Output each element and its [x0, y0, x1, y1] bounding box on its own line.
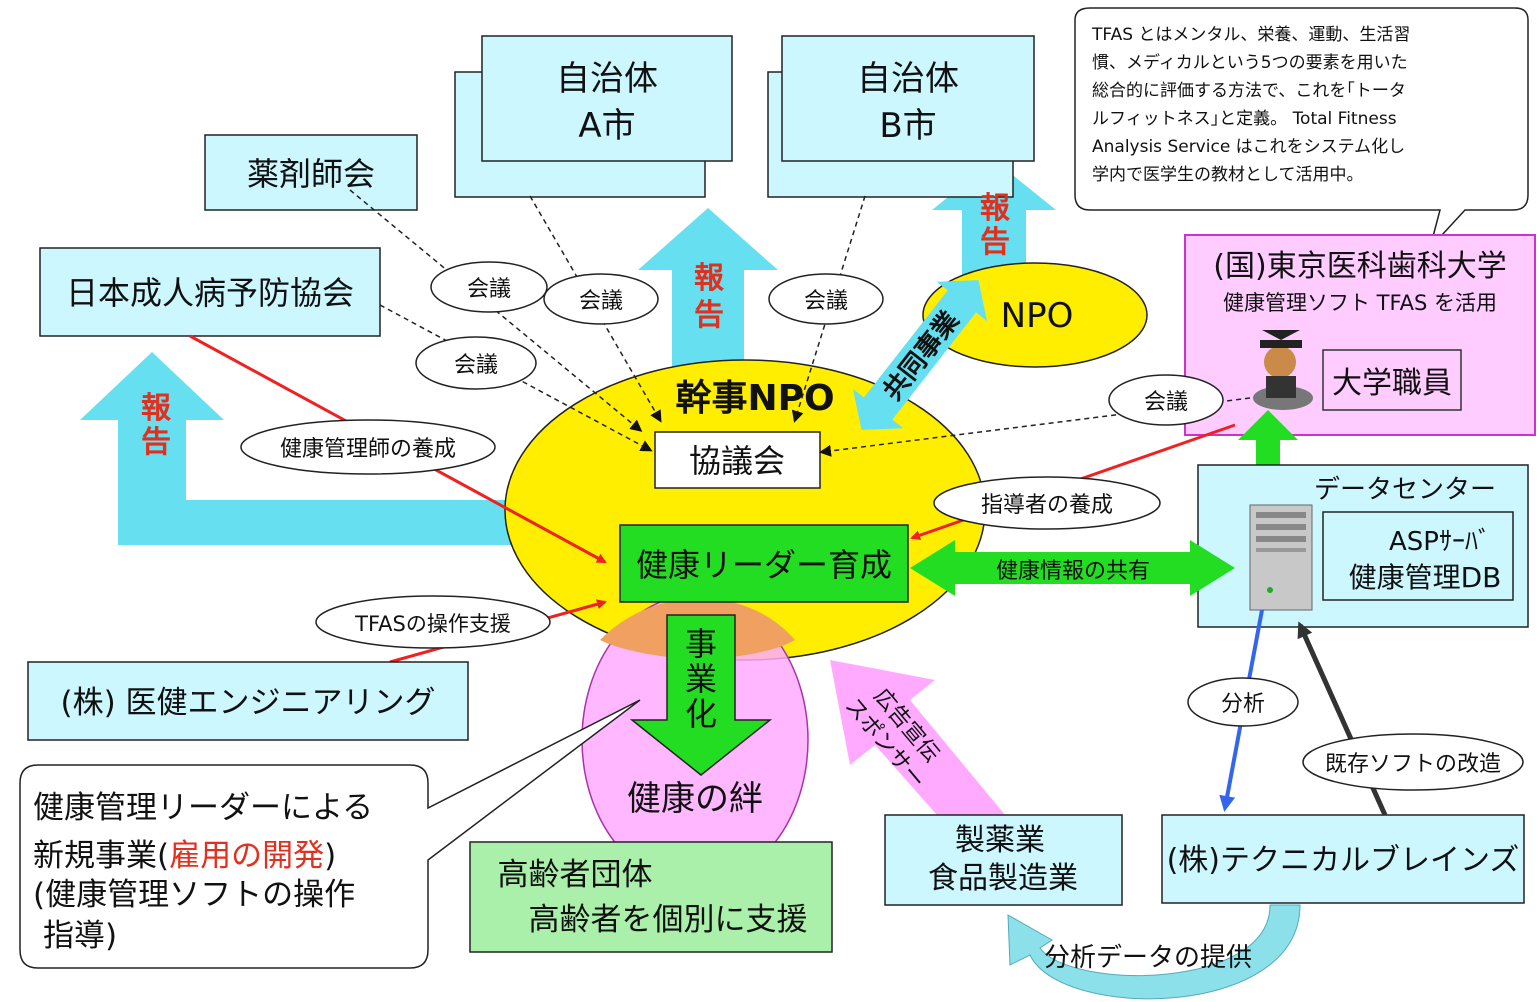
business-char-3: 化	[685, 695, 717, 733]
business-char-2: 業	[685, 660, 717, 698]
elderly-group-box: 高齢者団体 高齢者を個別に支援	[469, 841, 833, 953]
data-center-title: データセンター	[1314, 475, 1496, 505]
server-label: ASPｻｰﾊﾞ	[1389, 527, 1491, 557]
new-business-line2: 新規事業(雇用の開発)	[33, 838, 336, 874]
university-subtitle: 健康管理ソフト TFAS を活用	[1223, 291, 1497, 315]
npo-label: NPO	[1001, 296, 1074, 336]
ikeni-engineering-label: (株) 医健エンジニアリング	[60, 685, 435, 721]
meeting-label-1: 会議	[430, 261, 548, 313]
ikeni-engineering-box: (株) 医健エンジニアリング	[27, 661, 469, 741]
lead-npo-label: 幹事NPO	[675, 377, 834, 419]
adult-disease-association-label: 日本成人病予防協会	[66, 274, 354, 312]
food-label: 食品製造業	[928, 861, 1078, 896]
elderly-group-line2: 高齢者を個別に支援	[529, 902, 808, 938]
info-sharing-text: 健康情報の共有	[996, 559, 1150, 584]
municipality-b: 自治体 B市	[767, 35, 1035, 198]
data-provision-text: 分析データの提供	[1044, 943, 1252, 973]
server-db-label: 健康管理DB	[1349, 561, 1502, 594]
technical-brains-box: (株)テクニカルブレインズ	[1161, 814, 1525, 904]
graduate-icon	[1253, 330, 1313, 410]
health-leader-label: 健康リーダー育成	[636, 546, 892, 584]
technical-brains-label: (株)テクニカルブレインズ	[1167, 843, 1520, 878]
municipality-a-line1: 自治体	[556, 59, 658, 99]
council-label: 協議会	[689, 442, 785, 480]
report-center-1: 報	[694, 261, 725, 296]
council-box: 協議会	[654, 431, 821, 489]
ads-sponsor-arrow	[830, 660, 1005, 850]
tfas-callout: TFAS とはメンタル、栄養、運動、生活習 慣、メディカルという5つの要素を用い…	[1074, 7, 1529, 249]
callout-line-2: 慣、メディカルという5つの要素を用いた	[1092, 52, 1408, 73]
meeting-text-5: 会議	[1144, 390, 1188, 415]
analysis-text: 分析	[1221, 692, 1265, 717]
municipality-a: 自治体 A市	[454, 35, 733, 198]
report-right-2: 告	[980, 225, 1010, 260]
report-center-2: 告	[694, 298, 724, 333]
instructor-training-text: 指導者の養成	[981, 493, 1113, 518]
business-char-1: 事	[685, 625, 717, 663]
pharmacist-association: 薬剤師会	[204, 134, 418, 211]
university-box: (国)東京医科歯科大学 健康管理ソフト TFAS を活用 大学職員	[1184, 234, 1536, 436]
health-bond-label: 健康の絆	[627, 779, 763, 819]
report-left-1: 報	[141, 391, 172, 426]
analysis-label: 分析	[1187, 677, 1299, 727]
joint-project-label: 共同事業	[878, 306, 966, 406]
municipality-b-line2: B市	[879, 106, 936, 146]
server-icon	[1249, 504, 1313, 611]
report-arrow-left	[80, 352, 520, 545]
pharma-label: 製薬業	[955, 823, 1045, 858]
instructor-training-label: 指導者の養成	[933, 476, 1161, 530]
leader-training-label: 健康管理師の養成	[240, 419, 496, 475]
report-left-2: 告	[141, 425, 171, 460]
new-business-line3: (健康管理ソフトの操作	[33, 877, 355, 913]
meeting-text-4: 会議	[804, 289, 848, 314]
business-arrow	[629, 614, 773, 776]
adult-disease-association: 日本成人病予防協会	[39, 247, 381, 337]
callout-line-3: 総合的に評価する方法で、これを｢トータ	[1092, 81, 1406, 101]
callout-line-6: 学内で医学生の教材として活用中。	[1092, 165, 1364, 185]
new-business-line2-red: 雇用の開発	[169, 838, 324, 874]
callout-line-4: ルフィットネス｣と定義。 Total Fitness	[1092, 109, 1397, 129]
municipality-b-line1: 自治体	[857, 59, 959, 99]
municipality-a-line2: A市	[578, 106, 635, 146]
meeting-text-1: 会議	[467, 277, 511, 302]
university-staff: 大学職員	[1332, 366, 1452, 401]
leader-training-text: 健康管理師の養成	[280, 437, 456, 462]
info-sharing-arrow	[910, 540, 1235, 596]
pharma-food-box: 製薬業 食品製造業	[884, 814, 1123, 906]
report-right-1: 報	[980, 191, 1011, 226]
new-business-line1: 健康管理リーダーによる	[33, 790, 373, 826]
tfas-support-text: TFASの操作支援	[354, 612, 511, 636]
meeting-text-3: 会議	[454, 353, 498, 378]
data-provision-arrow	[1007, 904, 1301, 1000]
new-business-line2-post: )	[324, 838, 336, 874]
callout-line-1: TFAS とはメンタル、栄養、運動、生活習	[1091, 25, 1410, 45]
meeting-label-2: 会議	[543, 273, 659, 325]
meeting-text-2: 会議	[579, 289, 623, 314]
callout-line-5: Analysis Service はこれをシステム化し	[1092, 137, 1405, 157]
meeting-label-3: 会議	[415, 336, 537, 390]
report-arrow-center	[638, 208, 778, 380]
meeting-label-4: 会議	[768, 273, 884, 325]
new-business-callout: 健康管理リーダーによる 新規事業(雇用の開発) (健康管理ソフトの操作 指導)	[19, 699, 641, 969]
tfas-support-label: TFASの操作支援	[315, 595, 551, 649]
new-business-line4: 指導)	[43, 918, 117, 954]
software-mod-text: 既存ソフトの改造	[1325, 752, 1501, 777]
university-title: (国)東京医科歯科大学	[1213, 249, 1506, 284]
data-center-box: データセンター ASPｻｰﾊﾞ 健康管理DB	[1197, 464, 1529, 628]
new-business-line2-pre: 新規事業(	[33, 838, 169, 874]
pharmacist-association-label: 薬剤師会	[247, 155, 375, 193]
health-leader-box: 健康リーダー育成	[619, 524, 909, 603]
software-mod-label: 既存ソフトの改造	[1302, 733, 1524, 791]
elderly-group-line1: 高齢者団体	[498, 857, 653, 893]
meeting-label-5: 会議	[1108, 374, 1224, 426]
